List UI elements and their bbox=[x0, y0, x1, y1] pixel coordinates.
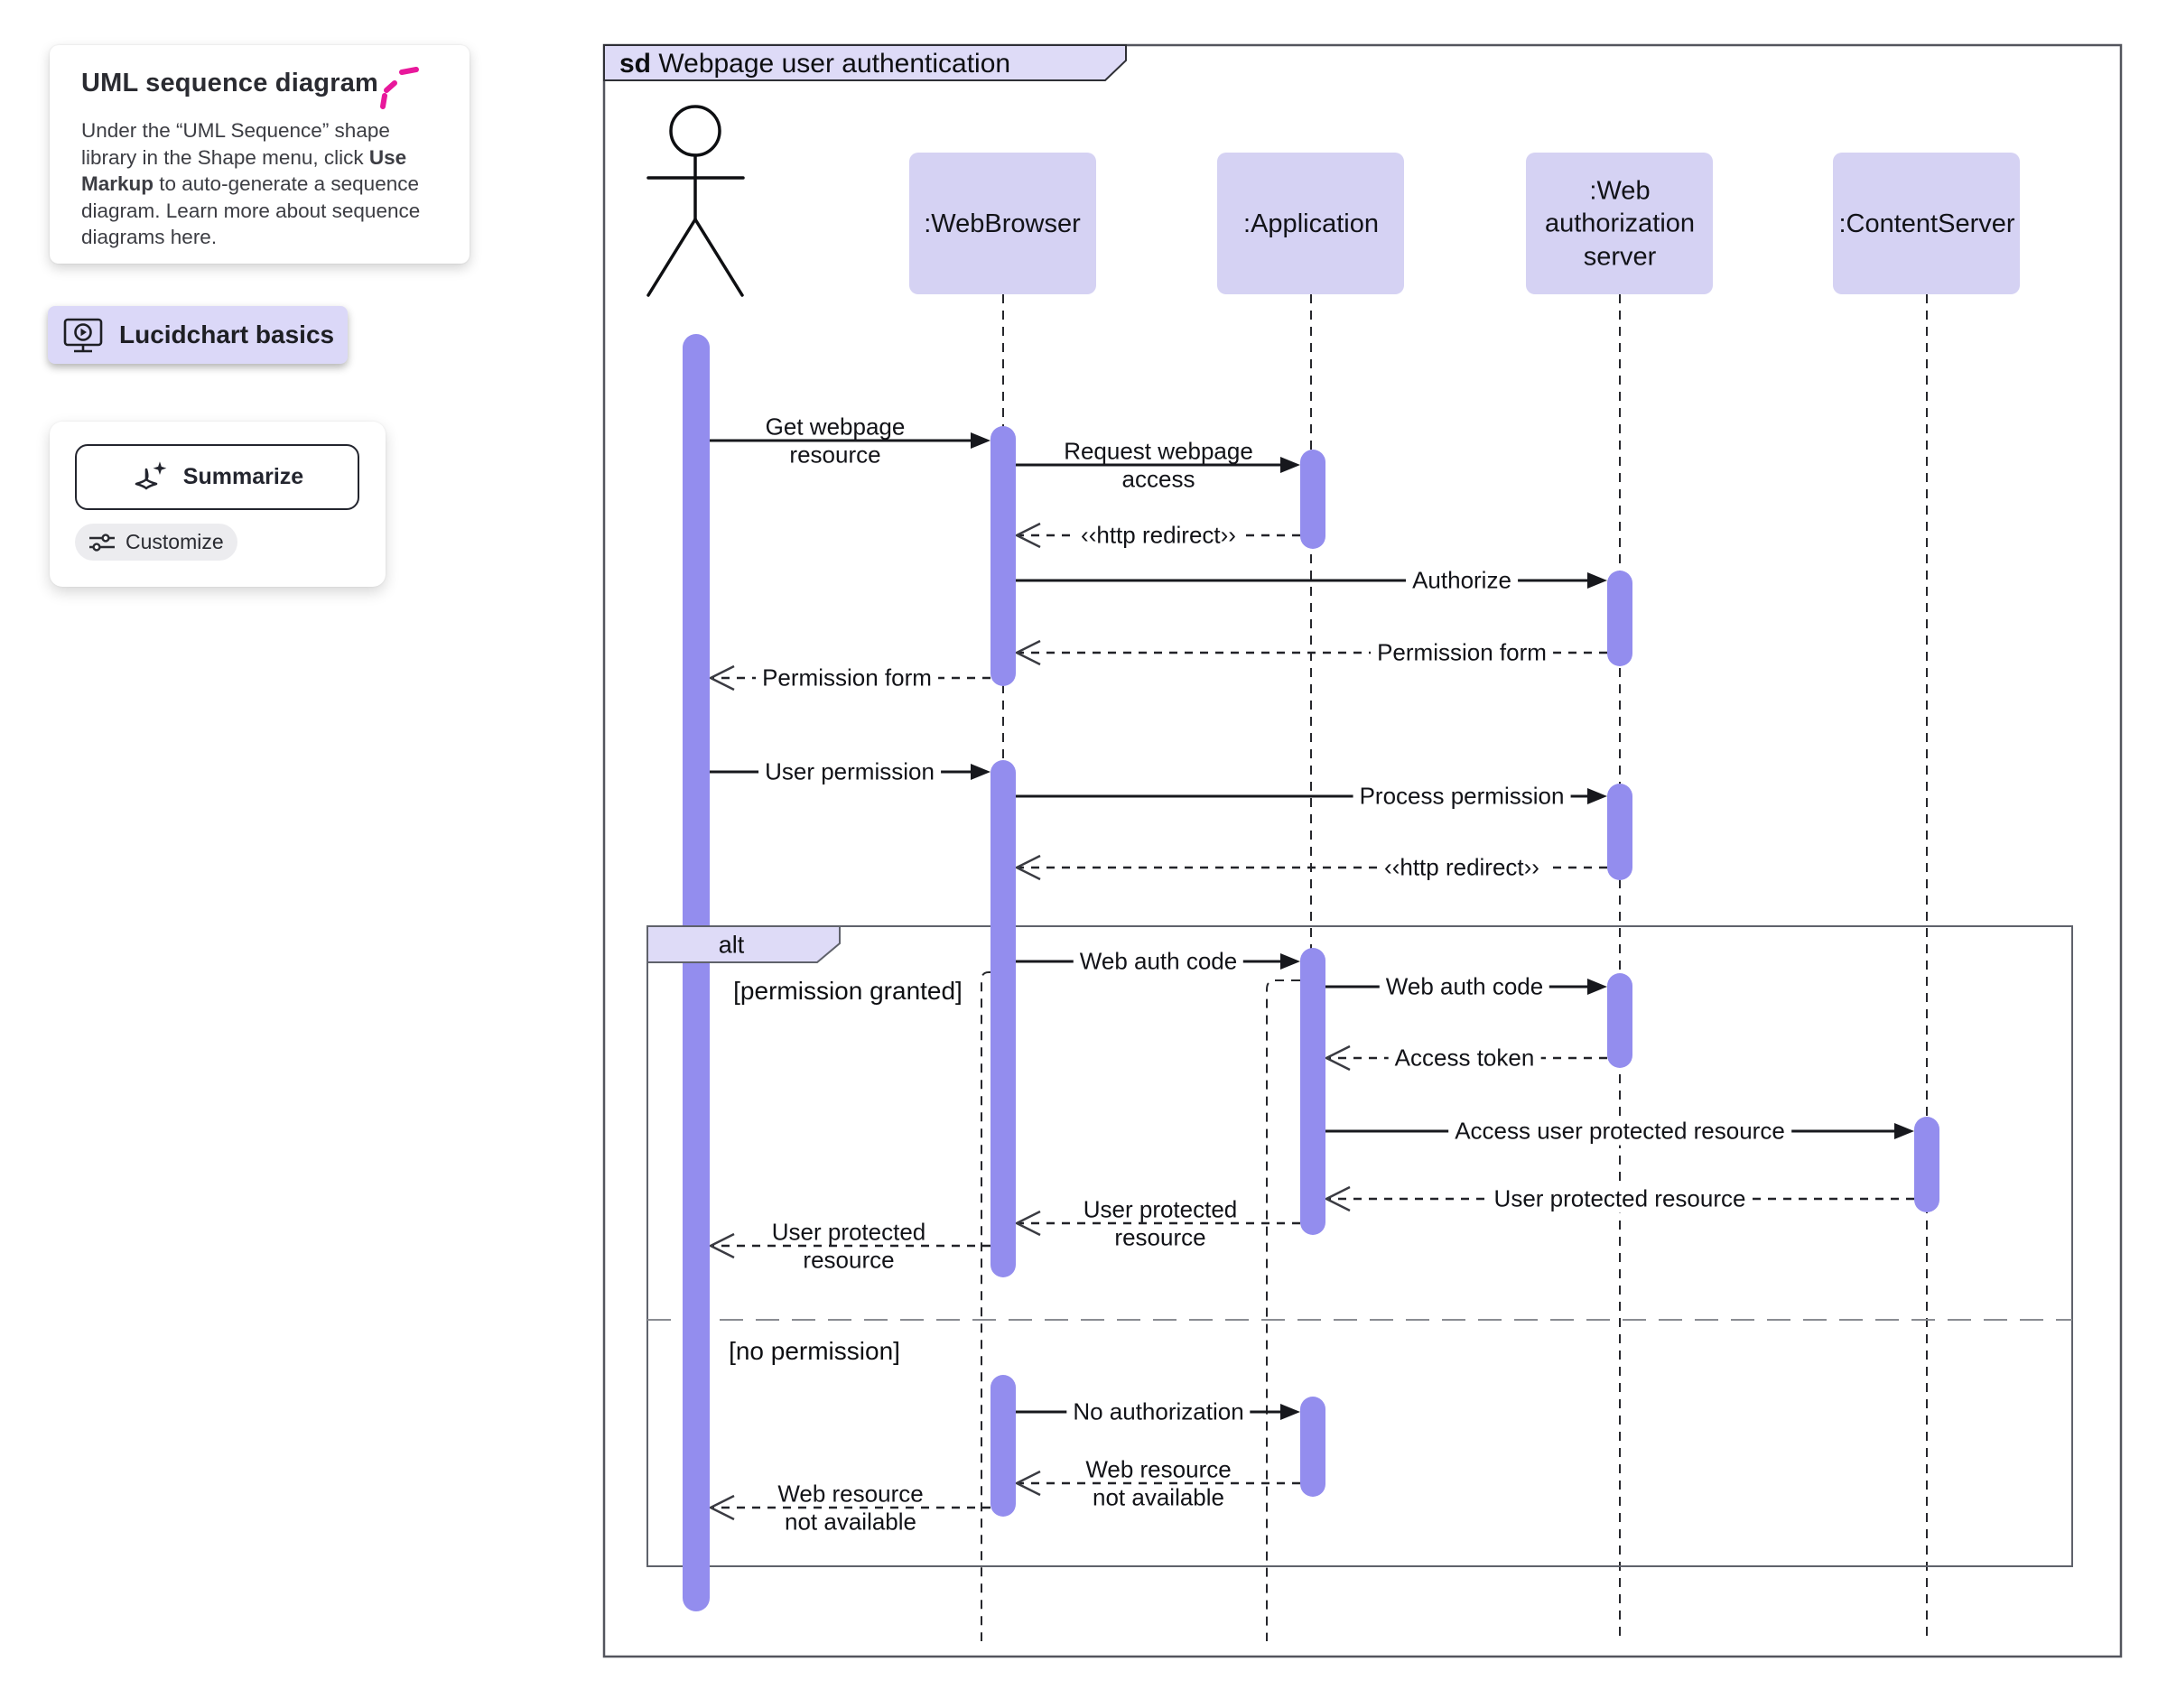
activation-webbrowser-1 bbox=[990, 426, 1016, 686]
open-arrowhead bbox=[1014, 1470, 1041, 1497]
message-arrow-1[interactable] bbox=[1016, 457, 1300, 473]
lifeline-head-boxes[interactable] bbox=[909, 153, 2020, 294]
info-card-body: Under the “UML Sequence” shape library i… bbox=[81, 117, 435, 251]
message-arrow-14[interactable] bbox=[1014, 1210, 1300, 1237]
message-label-12: Access user protected resource bbox=[1448, 1117, 1791, 1146]
alt-guard-granted: [permission granted] bbox=[733, 977, 963, 1005]
open-arrowhead bbox=[708, 1494, 735, 1521]
message-label-2: ‹‹http redirect›› bbox=[1074, 521, 1242, 550]
alt-fragment-frame[interactable] bbox=[646, 925, 2073, 1567]
frame-keyword: sd bbox=[619, 49, 652, 79]
message-label-5: Permission form bbox=[756, 664, 938, 692]
activation-application-3 bbox=[1300, 1397, 1325, 1497]
open-arrowhead bbox=[708, 1232, 735, 1259]
video-tutorial-icon bbox=[63, 318, 103, 353]
open-arrowhead bbox=[1324, 1044, 1351, 1072]
message-label-8: ‹‹http redirect›› bbox=[1378, 853, 1546, 882]
activation-authserver-2 bbox=[1607, 784, 1632, 880]
alt-operator-label: alt bbox=[718, 931, 745, 959]
message-label-14: User protected resource bbox=[1083, 1195, 1238, 1250]
message-label-17: Web resource not available bbox=[1085, 1455, 1232, 1510]
message-arrow-15[interactable] bbox=[708, 1232, 990, 1259]
activation-application-2 bbox=[1300, 948, 1325, 1235]
lifeline-box-authserver[interactable] bbox=[1526, 153, 1713, 294]
magenta-flourish-icon bbox=[380, 67, 419, 109]
message-arrow-18[interactable] bbox=[708, 1494, 990, 1521]
activation-contentserver bbox=[1914, 1117, 1939, 1212]
lifeline-box-contentserver[interactable] bbox=[1833, 153, 2020, 294]
filled-arrowhead bbox=[971, 764, 990, 780]
lifeline-label-application: :Application bbox=[1243, 209, 1379, 238]
activation-authserver-3 bbox=[1607, 973, 1632, 1068]
lifeline-box-application[interactable] bbox=[1217, 153, 1404, 294]
message-label-0: Get webpage resource bbox=[765, 413, 906, 468]
message-label-1: Request webpage access bbox=[1064, 437, 1253, 492]
summarize-label: Summarize bbox=[182, 464, 304, 489]
activation-webbrowser-3 bbox=[990, 1375, 1016, 1517]
actor-figure[interactable] bbox=[646, 105, 745, 297]
message-label-11: Access token bbox=[1388, 1044, 1541, 1072]
activation-bars[interactable] bbox=[683, 334, 1939, 1611]
alt-pentagon[interactable] bbox=[646, 925, 841, 963]
open-arrowhead bbox=[1014, 522, 1041, 549]
message-label-9: Web auth code bbox=[1073, 947, 1244, 976]
frame-title-text: Webpage user authentication bbox=[658, 49, 1011, 79]
activation-application-1 bbox=[1300, 450, 1325, 549]
info-card-title: UML sequence diagram bbox=[81, 69, 379, 97]
lifeline-label-authserver: :Web authorization server bbox=[1544, 176, 1696, 272]
open-arrowhead bbox=[1014, 1210, 1041, 1237]
alt-guard-denied: [no permission] bbox=[729, 1337, 900, 1365]
message-arrow-0[interactable] bbox=[710, 432, 990, 449]
lifeline-label-webbrowser: :WebBrowser bbox=[924, 209, 1081, 238]
filled-arrowhead bbox=[1280, 1404, 1300, 1420]
message-label-3: Authorize bbox=[1406, 566, 1518, 595]
filled-arrowhead bbox=[1280, 953, 1300, 970]
open-arrowhead bbox=[1014, 854, 1041, 881]
lifeline-label-contentserver: :ContentServer bbox=[1838, 209, 2015, 238]
sequence-frame[interactable] bbox=[602, 43, 2123, 1658]
info-body-post: to auto-generate a sequence diagram. Lea… bbox=[81, 172, 421, 248]
message-label-18: Web resource not available bbox=[777, 1480, 924, 1535]
filled-arrowhead bbox=[1280, 457, 1300, 473]
message-label-13: User protected resource bbox=[1487, 1184, 1753, 1213]
ai-actions-card: Summarize Customize bbox=[50, 422, 386, 587]
filled-arrowhead bbox=[1587, 572, 1607, 589]
activation-webbrowser-2 bbox=[990, 760, 1016, 1277]
info-body-pre: Under the “UML Sequence” shape library i… bbox=[81, 119, 390, 169]
frame-title: sd Webpage user authentication bbox=[619, 49, 1010, 79]
info-card: UML sequence diagram Under the “UML Sequ… bbox=[50, 45, 470, 264]
message-label-6: User permission bbox=[758, 757, 941, 786]
lucidchart-basics-button[interactable]: Lucidchart basics bbox=[48, 306, 348, 364]
message-label-15: User protected resource bbox=[771, 1218, 926, 1273]
filled-arrowhead bbox=[971, 432, 990, 449]
message-label-7: Process permission bbox=[1353, 782, 1571, 811]
message-label-16: No authorization bbox=[1066, 1397, 1251, 1426]
summarize-button[interactable]: Summarize bbox=[75, 444, 359, 510]
info-body-bold: Use Markup bbox=[81, 145, 407, 196]
filled-arrowhead bbox=[1894, 1123, 1914, 1139]
basics-button-label: Lucidchart basics bbox=[119, 320, 335, 348]
filled-arrowhead bbox=[1587, 788, 1607, 804]
message-arrow-17[interactable] bbox=[1014, 1470, 1300, 1497]
filled-arrowhead bbox=[1587, 979, 1607, 995]
open-arrowhead bbox=[1014, 639, 1041, 666]
open-arrowhead bbox=[1324, 1185, 1351, 1212]
customize-label: Customize bbox=[126, 530, 224, 553]
activation-authserver-1 bbox=[1607, 571, 1632, 666]
lifeline-box-webbrowser[interactable] bbox=[909, 153, 1096, 294]
frame-title-pentagon[interactable] bbox=[603, 44, 1127, 81]
open-arrowhead bbox=[708, 664, 735, 692]
activation-actor bbox=[683, 334, 710, 1611]
customize-button[interactable]: Customize bbox=[75, 524, 237, 561]
message-label-10: Web auth code bbox=[1379, 972, 1550, 1001]
sliders-icon bbox=[89, 533, 115, 552]
sparkle-icon bbox=[135, 460, 167, 489]
message-label-4: Permission form bbox=[1371, 638, 1553, 667]
